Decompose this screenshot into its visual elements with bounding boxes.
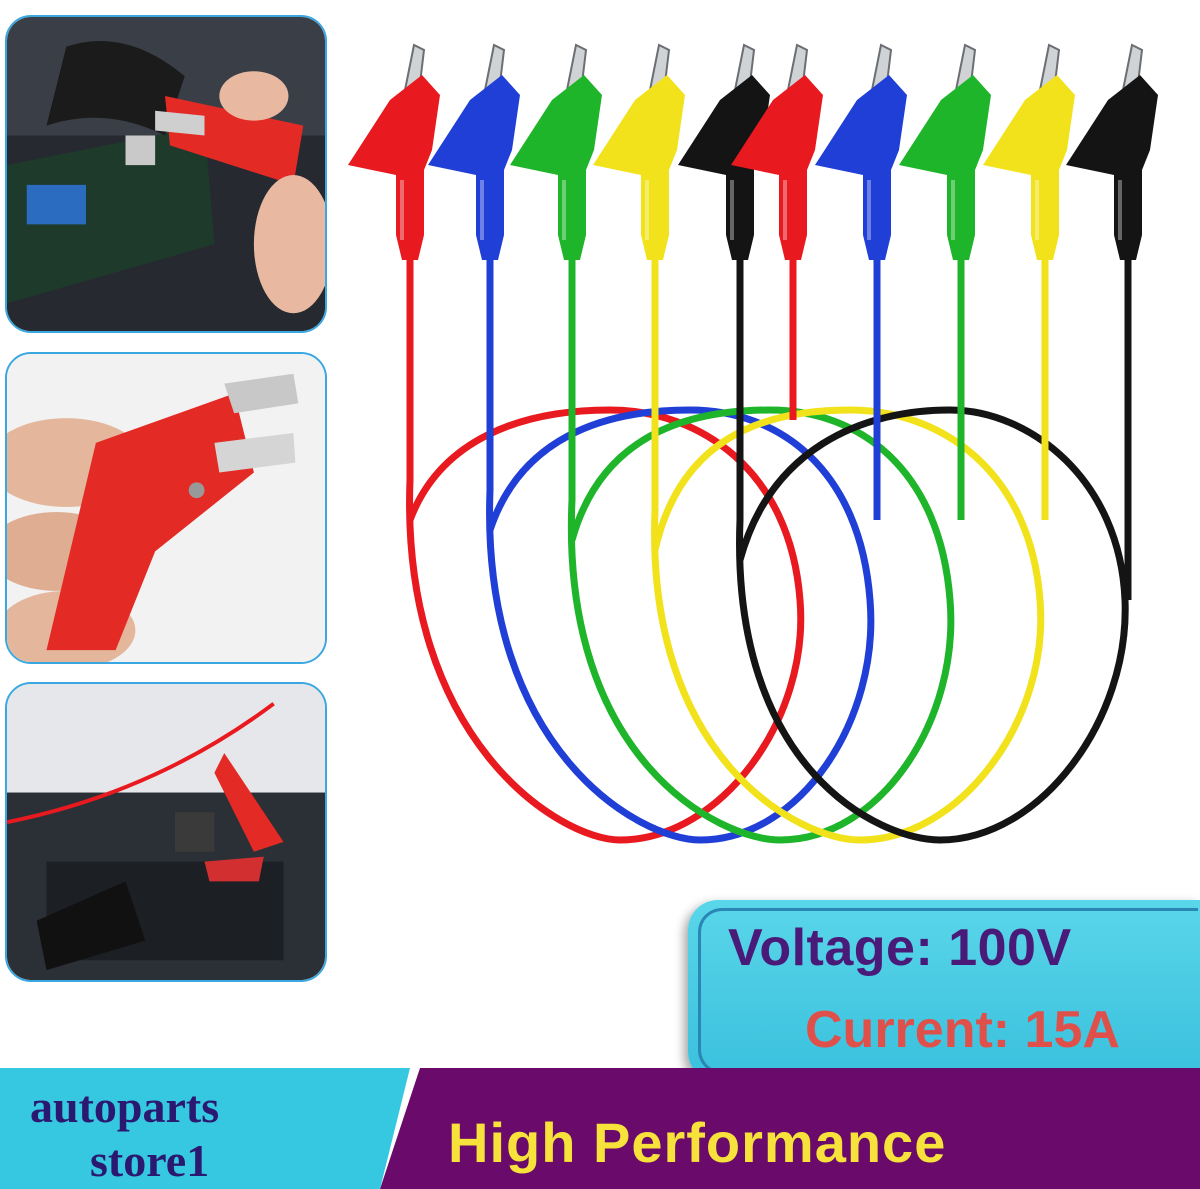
- alligator-clip: [983, 43, 1075, 260]
- photo-car-battery: [5, 682, 327, 982]
- alligator-clip: [593, 43, 685, 260]
- photo-clip-closeup: [5, 352, 327, 664]
- lead-yellow-loop: [651, 260, 1045, 844]
- bottom-banner: [0, 1068, 1200, 1189]
- current-rating: Current: 15A: [805, 1001, 1120, 1059]
- alligator-clip: [348, 43, 440, 260]
- voltage-rating: Voltage: 100V: [728, 919, 1072, 977]
- alligator-clip: [899, 43, 991, 260]
- alligator-clip: [731, 43, 823, 260]
- alligator-clip: [510, 43, 602, 260]
- store-name-line1: autoparts: [30, 1081, 220, 1132]
- alligator-clip: [1066, 43, 1158, 260]
- store-name-line2: store1: [90, 1135, 210, 1186]
- lead-red-loop: [406, 260, 805, 844]
- test-leads-illustration: [348, 43, 1158, 844]
- lead-blue-loop: [486, 260, 875, 844]
- lead-black-loop: [736, 260, 1129, 844]
- alligator-clip: [428, 43, 520, 260]
- alligator-clip: [815, 43, 907, 260]
- headline: High Performance: [448, 1111, 947, 1174]
- photo-circuit-board: [5, 15, 327, 333]
- spec-box: [688, 900, 1200, 1082]
- alligator-clip: [678, 43, 770, 260]
- lead-green-loop: [567, 260, 955, 844]
